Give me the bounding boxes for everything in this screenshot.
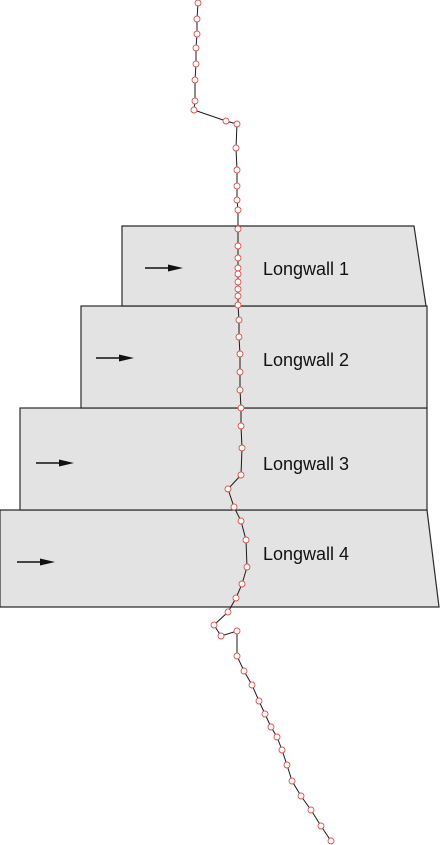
survey-point bbox=[237, 422, 245, 430]
survey-line bbox=[193, 2, 332, 842]
survey-point bbox=[233, 627, 241, 635]
survey-point bbox=[237, 517, 245, 525]
survey-point bbox=[233, 196, 241, 204]
survey-point bbox=[242, 536, 250, 544]
survey-point bbox=[210, 621, 218, 629]
panel-labels: Longwall 1 Longwall 2 Longwall 3 Longwal… bbox=[263, 259, 349, 564]
survey-point bbox=[234, 254, 242, 262]
survey-point bbox=[237, 471, 245, 479]
longwall-1-label: Longwall 1 bbox=[263, 259, 349, 279]
survey-point bbox=[233, 166, 241, 174]
survey-point bbox=[234, 278, 242, 286]
survey-point bbox=[230, 503, 238, 511]
longwall-3-label: Longwall 3 bbox=[263, 454, 349, 474]
survey-point bbox=[273, 733, 281, 741]
survey-point bbox=[234, 292, 242, 300]
survey-point bbox=[222, 117, 230, 125]
survey-point bbox=[234, 264, 242, 272]
survey-point bbox=[237, 404, 245, 412]
survey-point bbox=[307, 806, 315, 814]
survey-point bbox=[238, 444, 246, 452]
longwall-3-panel bbox=[19, 407, 428, 511]
survey-point bbox=[234, 206, 242, 214]
survey-point bbox=[190, 106, 198, 114]
survey-point bbox=[217, 632, 225, 640]
survey-point bbox=[234, 301, 242, 309]
survey-point bbox=[255, 697, 263, 705]
survey-point bbox=[240, 667, 248, 675]
survey-point bbox=[234, 225, 242, 233]
survey-point bbox=[234, 285, 242, 293]
right-arrow-icon bbox=[36, 459, 74, 467]
survey-point bbox=[224, 485, 232, 493]
survey-point bbox=[327, 837, 335, 845]
survey-point bbox=[193, 30, 201, 38]
survey-point bbox=[238, 580, 246, 588]
survey-point bbox=[283, 761, 291, 769]
survey-point bbox=[261, 710, 269, 718]
longwall-2-panel bbox=[80, 305, 428, 409]
survey-point bbox=[191, 97, 199, 105]
survey-point bbox=[232, 144, 240, 152]
survey-point bbox=[192, 44, 200, 52]
right-arrow-icon bbox=[17, 558, 55, 566]
right-arrow-icon bbox=[145, 264, 183, 272]
right-arrow-icon bbox=[96, 354, 134, 362]
survey-point bbox=[233, 182, 241, 190]
survey-point bbox=[232, 594, 240, 602]
survey-point bbox=[248, 681, 256, 689]
survey-point bbox=[192, 60, 200, 68]
survey-point bbox=[236, 350, 244, 358]
survey-point bbox=[236, 368, 244, 376]
longwall-1-panel bbox=[121, 225, 427, 307]
survey-point bbox=[278, 746, 286, 754]
survey-line-group bbox=[190, 0, 335, 845]
survey-point bbox=[233, 652, 241, 660]
longwall-4-label: Longwall 4 bbox=[263, 544, 349, 564]
survey-point bbox=[224, 608, 232, 616]
survey-points bbox=[190, 0, 335, 845]
survey-point bbox=[235, 333, 243, 341]
survey-point bbox=[193, 15, 201, 23]
longwall-2-label: Longwall 2 bbox=[263, 350, 349, 370]
survey-point bbox=[317, 822, 325, 830]
survey-point bbox=[288, 777, 296, 785]
survey-point bbox=[267, 723, 275, 731]
survey-point bbox=[234, 242, 242, 250]
advance-arrows bbox=[17, 264, 183, 566]
longwall-panels bbox=[0, 225, 440, 608]
survey-point bbox=[236, 386, 244, 394]
survey-point bbox=[235, 316, 243, 324]
survey-point bbox=[191, 76, 199, 84]
longwall-4-panel bbox=[0, 509, 440, 608]
survey-point bbox=[297, 792, 305, 800]
survey-point bbox=[243, 563, 251, 571]
survey-point bbox=[194, 0, 202, 7]
survey-point bbox=[233, 120, 241, 128]
survey-point bbox=[234, 270, 242, 278]
